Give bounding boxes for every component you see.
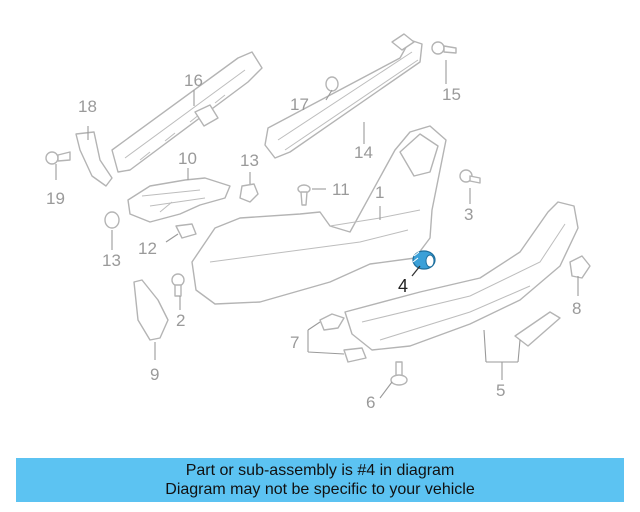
part-9-side-cover — [133, 279, 169, 341]
part-19-screw — [45, 151, 71, 165]
callout-11: 11 — [332, 180, 350, 199]
info-banner: Part or sub-assembly is #4 in diagram Di… — [16, 458, 624, 502]
part-13-clip-left — [104, 211, 120, 229]
part-16-absorber — [111, 51, 263, 173]
part-12-retainer — [175, 223, 197, 239]
callout-9: 9 — [150, 365, 159, 384]
callout-7: 7 — [290, 333, 299, 352]
callout-1: 1 — [375, 183, 384, 202]
callout-3: 3 — [464, 205, 473, 224]
part-5-lower-cover — [344, 201, 579, 351]
part-18-bracket — [75, 131, 113, 187]
part-14-reinforcement — [264, 33, 423, 159]
callout-13-lower: 13 — [102, 251, 121, 270]
callout-13-upper: 13 — [240, 151, 259, 170]
callout-14: 14 — [354, 143, 373, 162]
callout-10: 10 — [178, 149, 197, 168]
banner-line-2: Diagram may not be specific to your vehi… — [165, 481, 475, 498]
parts-diagram: 16 17 14 15 18 19 10 13 11 1 3 13 12 2 9… — [45, 33, 591, 412]
callout-4: 4 — [398, 276, 408, 296]
part-2-screw — [171, 273, 185, 297]
part-7-retainers — [319, 313, 367, 363]
part-13-clip-right — [239, 183, 259, 203]
part-8-clip — [569, 255, 591, 279]
callout-8: 8 — [572, 299, 581, 318]
callout-2: 2 — [176, 311, 185, 330]
callout-17: 17 — [290, 95, 309, 114]
part-15-bolt — [431, 41, 457, 55]
callout-15: 15 — [442, 85, 461, 104]
part-3-clip — [459, 169, 481, 184]
part-4-highlighted — [412, 250, 436, 270]
part-11-bolt — [297, 184, 311, 206]
callout-19: 19 — [46, 189, 65, 208]
callout-16: 16 — [184, 71, 203, 90]
banner-line-1: Part or sub-assembly is #4 in diagram — [185, 462, 455, 479]
callout-12: 12 — [138, 239, 157, 258]
callout-18: 18 — [78, 97, 97, 116]
callout-5: 5 — [496, 381, 505, 400]
part-10-support — [127, 177, 231, 223]
part-17-nut — [325, 76, 339, 92]
part-6-bolt — [390, 361, 408, 386]
callout-6: 6 — [366, 393, 375, 412]
callouts: 16 17 14 15 18 19 10 13 11 1 3 13 12 2 9… — [46, 71, 581, 412]
leader-lines — [55, 60, 579, 399]
